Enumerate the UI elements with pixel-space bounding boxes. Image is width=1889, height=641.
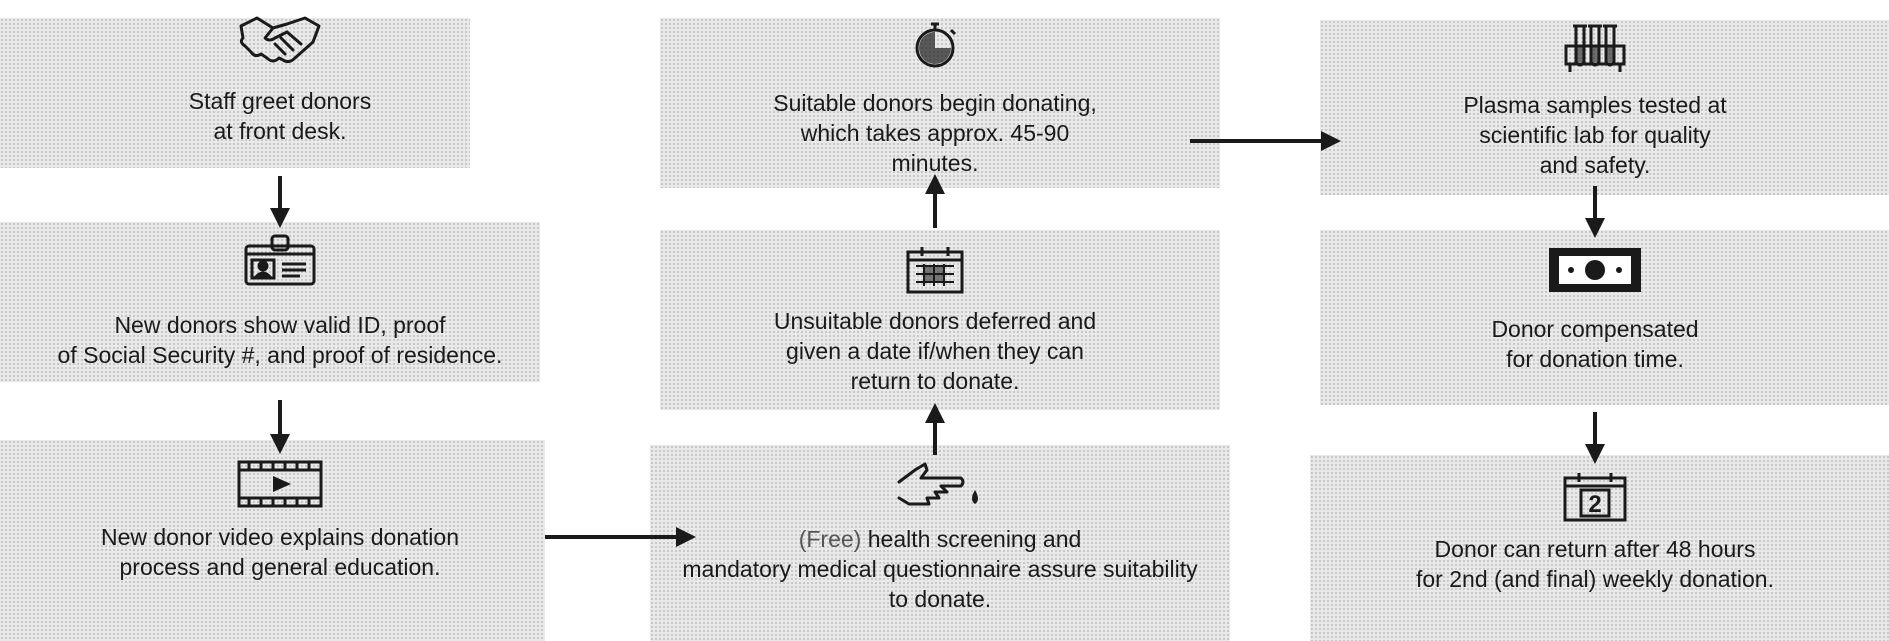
video-play-icon: [237, 460, 323, 508]
handshake-icon: [239, 16, 321, 64]
panel-col3-row2: [1320, 230, 1889, 405]
step-show-id: New donors show valid ID, proof of Socia…: [20, 232, 540, 370]
test-tubes-icon: [1564, 24, 1626, 72]
step-staff-greet-text: Staff greet donors at front desk.: [188, 88, 372, 144]
step-samples-tested-text: Plasma samples tested at scientific lab …: [1463, 92, 1727, 178]
step-donor-video-text: New donor video explains donation proces…: [100, 524, 460, 580]
calendar-day-number: 2: [1588, 491, 1601, 518]
step-compensated: Donor compensated for donation time.: [1445, 244, 1745, 374]
step-health-screening-body: health screening and mandatory medical q…: [682, 526, 1198, 612]
step-deferred: Unsuitable donors deferred and given a d…: [715, 244, 1155, 396]
step-staff-greet: Staff greet donors at front desk.: [130, 12, 430, 146]
step-show-id-text: New donors show valid ID, proof of Socia…: [57, 312, 503, 368]
step-return-48h-text: Donor can return after 48 hours for 2nd …: [1416, 536, 1774, 592]
panel-col2-row1: [660, 18, 1220, 188]
calendar-day-icon: 2: [1563, 473, 1627, 522]
panel-col1-row2: [0, 222, 540, 382]
step-begin-donating-text: Suitable donors begin donating, which ta…: [773, 90, 1097, 176]
step-begin-donating: Suitable donors begin donating, which ta…: [740, 18, 1130, 178]
step-compensated-text: Donor compensated for donation time.: [1491, 316, 1699, 372]
hand-blood-drop-icon: [897, 462, 978, 506]
step-deferred-text: Unsuitable donors deferred and given a d…: [773, 308, 1097, 394]
panel-col1-row3: [0, 440, 545, 641]
cash-icon: [1549, 248, 1641, 292]
step-health-screening: (Free) health screening and mandatory me…: [655, 460, 1225, 614]
calendar-icon: [906, 247, 964, 294]
step-return-48h: 2 Donor can return after 48 hours for 2n…: [1385, 470, 1805, 594]
panel-col2-row3: [650, 445, 1230, 641]
stopwatch-icon: [915, 22, 957, 68]
panel-col1-row1: [0, 18, 470, 168]
step-samples-tested: Plasma samples tested at scientific lab …: [1445, 22, 1745, 180]
panel-col2-row2: [660, 230, 1220, 410]
id-card-icon: [244, 234, 316, 286]
step-health-screening-text: (Free) health screening and mandatory me…: [682, 524, 1197, 614]
step-donor-video: New donor video explains donation proces…: [60, 458, 500, 582]
free-label: (Free): [798, 526, 862, 552]
